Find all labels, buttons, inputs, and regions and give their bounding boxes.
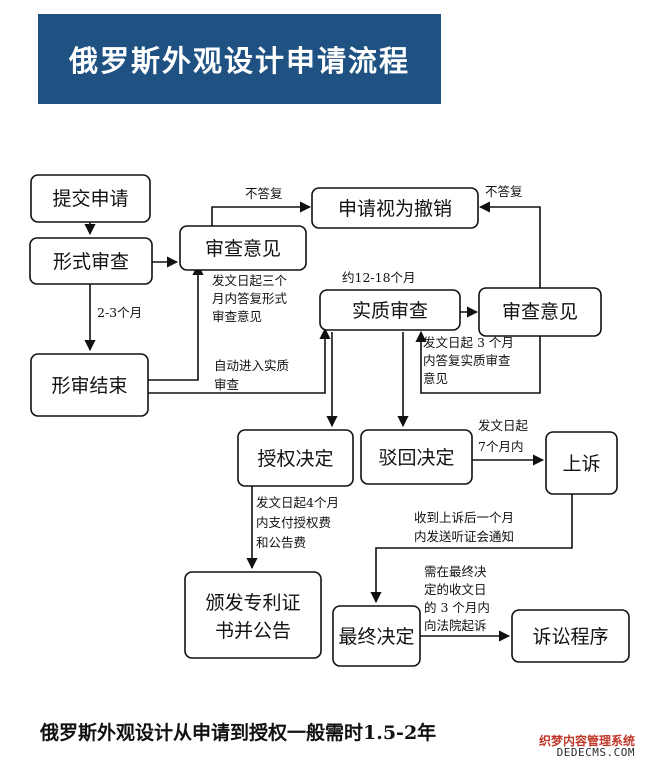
connectors bbox=[84, 201, 573, 642]
node-reject-label: 驳回决定 bbox=[378, 447, 454, 469]
node-formal-end-label: 形审结束 bbox=[51, 375, 127, 397]
watermark-line-1: 织梦内容管理系统 bbox=[538, 733, 635, 748]
watermark: 织梦内容管理系统 DEDECMS.COM bbox=[539, 735, 635, 759]
label-grant-pay-2: 内支付授权费 bbox=[256, 515, 331, 530]
label-hearing-notice-2: 内发送听证会通知 bbox=[414, 529, 514, 544]
edge-end-reply-opinion bbox=[148, 263, 204, 381]
node-formal-opinion-label: 审查意见 bbox=[205, 238, 281, 260]
footer-note: 俄罗斯外观设计从申请到授权一般需时1.5-2年 bbox=[40, 722, 437, 744]
node-issue: 颁发专利证 书并公告 bbox=[184, 571, 322, 659]
label-sub-reply-3: 意见 bbox=[423, 371, 448, 386]
node-appeal-label: 上诉 bbox=[562, 453, 600, 475]
node-sub-opinion: 审查意见 bbox=[478, 287, 602, 337]
node-sub-opinion-label: 审查意见 bbox=[502, 301, 578, 323]
page-title: 俄罗斯外观设计申请流程 bbox=[68, 44, 410, 78]
node-final: 最终决定 bbox=[332, 605, 421, 667]
label-no-reply-left: 不答复 bbox=[245, 186, 283, 201]
label-grant-pay-1: 发文日起4个月 bbox=[256, 495, 339, 510]
label-no-reply-right: 不答复 bbox=[485, 184, 523, 199]
node-formal: 形式审查 bbox=[29, 237, 153, 285]
label-lawsuit-time-3: 的 3 个月内 bbox=[424, 600, 490, 615]
label-formal-reply-1: 发文日起三个 bbox=[212, 273, 288, 288]
label-auto-enter-1: 自动进入实质 bbox=[214, 358, 289, 373]
label-appeal-time-2: 7个月内 bbox=[478, 439, 523, 454]
node-formal-label: 形式审查 bbox=[53, 251, 129, 273]
edge-opinion2-revoked bbox=[478, 201, 541, 288]
node-revoked-label: 申请视为撤销 bbox=[338, 198, 452, 220]
node-issue-label-2: 书并公告 bbox=[215, 620, 291, 642]
edge-labels: 不答复 不答复 2-3个月 发文日起三个 月内答复形式 审查意见 约12-18个… bbox=[97, 184, 529, 633]
label-lawsuit-time-1: 需在最终决 bbox=[424, 564, 487, 579]
node-final-label: 最终决定 bbox=[338, 626, 414, 648]
node-issue-label-1: 颁发专利证 bbox=[205, 592, 300, 614]
watermark-line-2: DEDECMS.COM bbox=[556, 746, 635, 760]
label-lawsuit-time-2: 定的收文日 bbox=[424, 582, 487, 597]
node-revoked: 申请视为撤销 bbox=[311, 187, 479, 229]
node-reject: 驳回决定 bbox=[360, 429, 473, 485]
node-substantive-label: 实质审查 bbox=[352, 300, 428, 322]
node-formal-opinion: 审查意见 bbox=[179, 225, 307, 271]
label-approx-months: 约12-18个月 bbox=[342, 270, 416, 285]
node-litigation-label: 诉讼程序 bbox=[532, 626, 608, 648]
label-grant-pay-3: 和公告费 bbox=[256, 535, 306, 550]
label-formal-reply-3: 审查意见 bbox=[212, 309, 262, 324]
label-auto-enter-2: 审查 bbox=[214, 377, 240, 392]
node-grant: 授权决定 bbox=[237, 429, 354, 487]
edge-end-substantive bbox=[148, 327, 331, 394]
node-formal-end: 形审结束 bbox=[30, 353, 149, 417]
node-submit: 提交申请 bbox=[30, 174, 151, 223]
node-submit-label: 提交申请 bbox=[52, 188, 128, 210]
flowchart: 提交申请 形式审查 审查意见 申请视为撤销 形审结束 实质审查 审查意见 授权决… bbox=[29, 174, 630, 667]
node-litigation: 诉讼程序 bbox=[511, 609, 630, 663]
label-appeal-time-1: 发文日起 bbox=[478, 418, 529, 433]
node-grant-label: 授权决定 bbox=[257, 448, 333, 470]
label-sub-reply-1: 发文日起 3 个月 bbox=[423, 335, 514, 350]
label-hearing-notice-1: 收到上诉后一个月 bbox=[414, 510, 514, 525]
edge-appeal-final bbox=[370, 494, 573, 604]
title-banner: 俄罗斯外观设计申请流程 bbox=[38, 14, 441, 104]
label-formal-reply-2: 月内答复形式 bbox=[212, 291, 288, 306]
label-sub-reply-2: 内答复实质审查 bbox=[423, 353, 511, 368]
label-two-three-months: 2-3个月 bbox=[97, 305, 142, 320]
label-lawsuit-time-4: 向法院起诉 bbox=[424, 618, 487, 633]
node-appeal: 上诉 bbox=[545, 431, 618, 495]
edge-opinion-revoked bbox=[211, 201, 312, 226]
node-substantive: 实质审查 bbox=[319, 289, 461, 331]
edge-opinion2-reply bbox=[415, 330, 541, 394]
